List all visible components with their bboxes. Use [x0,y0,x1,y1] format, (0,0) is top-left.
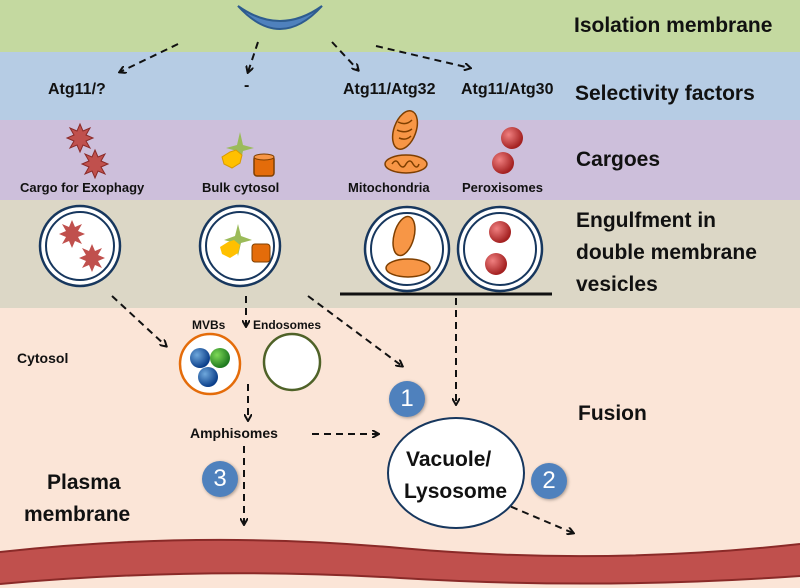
pathway-badge-2: 2 [531,463,567,499]
endosomes-label: Endosomes [253,318,322,332]
plasma-membrane-label-2: membrane [24,503,131,526]
mitochondria-cargo [384,110,428,174]
fusion-title: Fusion [578,402,647,425]
cargo-label-mitochondria: Mitochondria [348,180,430,195]
pathway-arrows [111,295,573,533]
isolation-membrane-title: Isolation membrane [574,14,773,37]
vacuole-lysosome [387,417,525,529]
exophagy-cargo [65,122,110,180]
selectivity-label-peroxisomes: Atg11/Atg30 [461,81,554,98]
cargo-label-bulk-cytosol: Bulk cytosol [202,180,280,195]
cytosol-label: Cytosol [17,350,69,366]
vacuole-label-1: Vacuole/ [406,448,492,471]
peroxisomes-cargo [492,127,523,174]
vesicle-exophagy [38,204,122,288]
engulfment-title-3: vesicles [576,273,658,296]
mvbs [178,332,242,396]
pathway-badge-3: 3 [202,461,238,497]
amphisomes-label: Amphisomes [190,425,278,441]
selectivity-label-bulk: - [244,77,250,94]
pathway-badge-1: 1 [389,381,425,417]
bulk-cytosol-cargo [221,132,275,177]
endosome [262,332,322,392]
engulfment-title-1: Engulfment in [576,209,716,232]
vesicle-bulk-cytosol [198,204,282,288]
cargo-label-peroxisomes: Peroxisomes [462,180,543,195]
plasma-membrane-label-1: Plasma [47,471,121,494]
vesicle-mitochondria [363,205,451,293]
cargoes-title: Cargoes [576,148,661,171]
vesicle-peroxisomes [456,205,544,293]
engulfment-title-2: double membrane [576,241,757,264]
selectivity-label-exophagy: Atg11/? [48,81,106,98]
mvbs-label: MVBs [192,318,226,332]
isolation-membrane-crescent [237,5,323,30]
isolation-membrane-band [0,0,800,52]
selectivity-factors-band [0,52,800,120]
cargo-label-exophagy: Cargo for Exophagy [20,180,145,195]
isolation-arrows [120,41,470,72]
selectivity-label-mitochondria: Atg11/Atg32 [343,81,436,98]
selectivity-factors-title: Selectivity factors [575,82,755,105]
vacuole-label-2: Lysosome [404,480,508,503]
